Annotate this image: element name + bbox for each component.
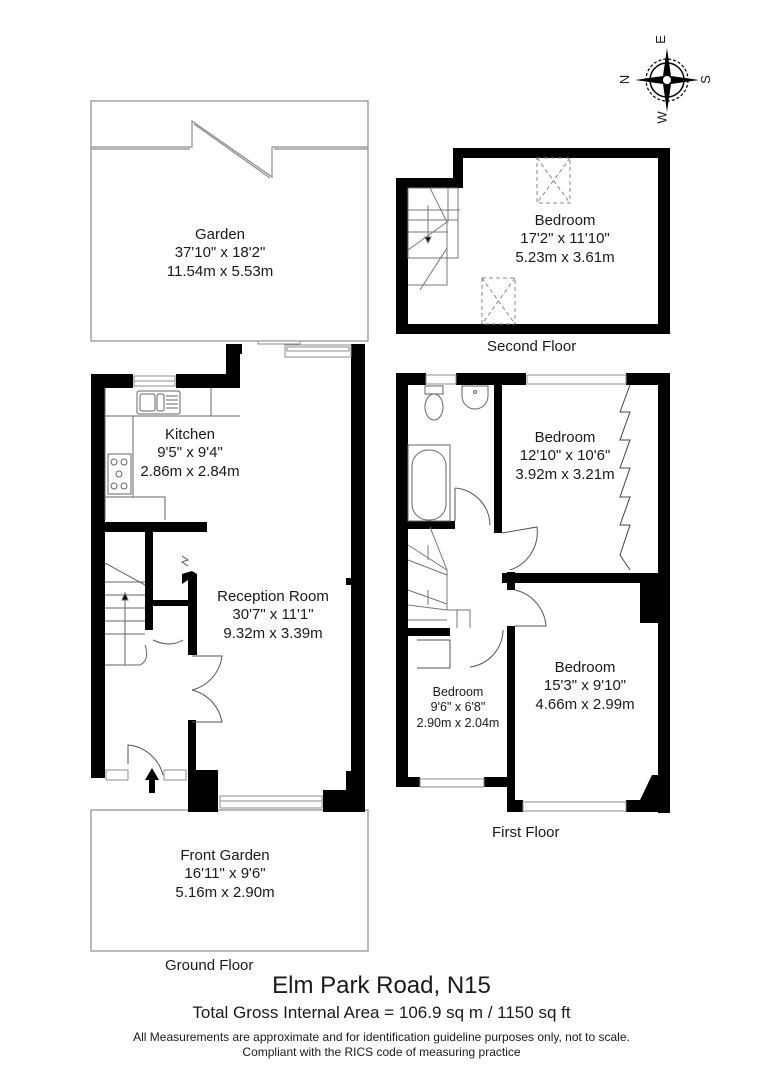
room-label-bedroom-rear: Bedroom 12'10" x 10'6" 3.92m x 3.21m xyxy=(515,429,615,483)
floor-label-ground: Ground Floor xyxy=(165,957,254,974)
second-stairs xyxy=(407,187,460,291)
entrance-arrow-icon xyxy=(145,768,159,793)
first-walls xyxy=(396,373,670,813)
rics-compliance: Compliant with the RICS code of measurin… xyxy=(242,1045,521,1059)
bathroom-fixtures xyxy=(407,385,489,522)
ground-stairs xyxy=(104,562,148,666)
room-label-reception: Reception Room 30'7" x 11'1" 9.32m x 3.3… xyxy=(217,588,329,642)
garden-boundary xyxy=(90,100,369,342)
room-label-bedroom-front: Bedroom 15'3" x 9'10" 4.66m x 2.99m xyxy=(535,659,635,713)
ground-windows xyxy=(105,340,352,809)
room-label-kitchen: Kitchen 9'5" x 9'4" 2.86m x 2.84m xyxy=(140,426,240,480)
first-doors xyxy=(417,487,547,669)
front-garden-boundary xyxy=(90,809,369,952)
compass-rose-icon xyxy=(635,48,699,112)
compass: E N S W xyxy=(617,28,720,128)
ground-walls xyxy=(91,344,365,812)
wardrobe xyxy=(619,384,631,571)
disclaimer: All Measurements are approximate and for… xyxy=(133,1030,630,1044)
floor-label-first: First Floor xyxy=(492,824,560,841)
room-label-second-bedroom: Bedroom 17'2" x 11'10" 5.23m x 3.61m xyxy=(515,212,615,266)
compass-north: N xyxy=(617,74,633,85)
room-label-bedroom-small: Bedroom 9'6" x 6'8" 2.90m x 2.04m xyxy=(416,685,500,730)
second-walls xyxy=(396,148,670,334)
second-floor-plan xyxy=(396,148,670,334)
room-label-garden: Garden 37'10" x 18'2" 11.54m x 5.53m xyxy=(166,226,274,280)
first-windows xyxy=(419,374,627,812)
floor-label-second: Second Floor xyxy=(487,338,577,355)
ground-floor-plan xyxy=(90,100,369,952)
compass-east: E xyxy=(652,35,668,44)
total-area: Total Gross Internal Area = 106.9 sq m /… xyxy=(192,1003,571,1022)
kitchen-fixtures xyxy=(104,388,240,520)
ground-doors xyxy=(127,555,223,776)
compass-south: S xyxy=(697,75,713,84)
room-label-front-garden: Front Garden 16'11" x 9'6" 5.16m x 2.90m xyxy=(175,847,275,901)
property-title: Elm Park Road, N15 xyxy=(272,972,491,999)
first-stairs xyxy=(407,526,471,628)
first-floor-plan xyxy=(396,373,670,813)
skylights xyxy=(481,157,571,325)
compass-west: W xyxy=(654,111,670,124)
